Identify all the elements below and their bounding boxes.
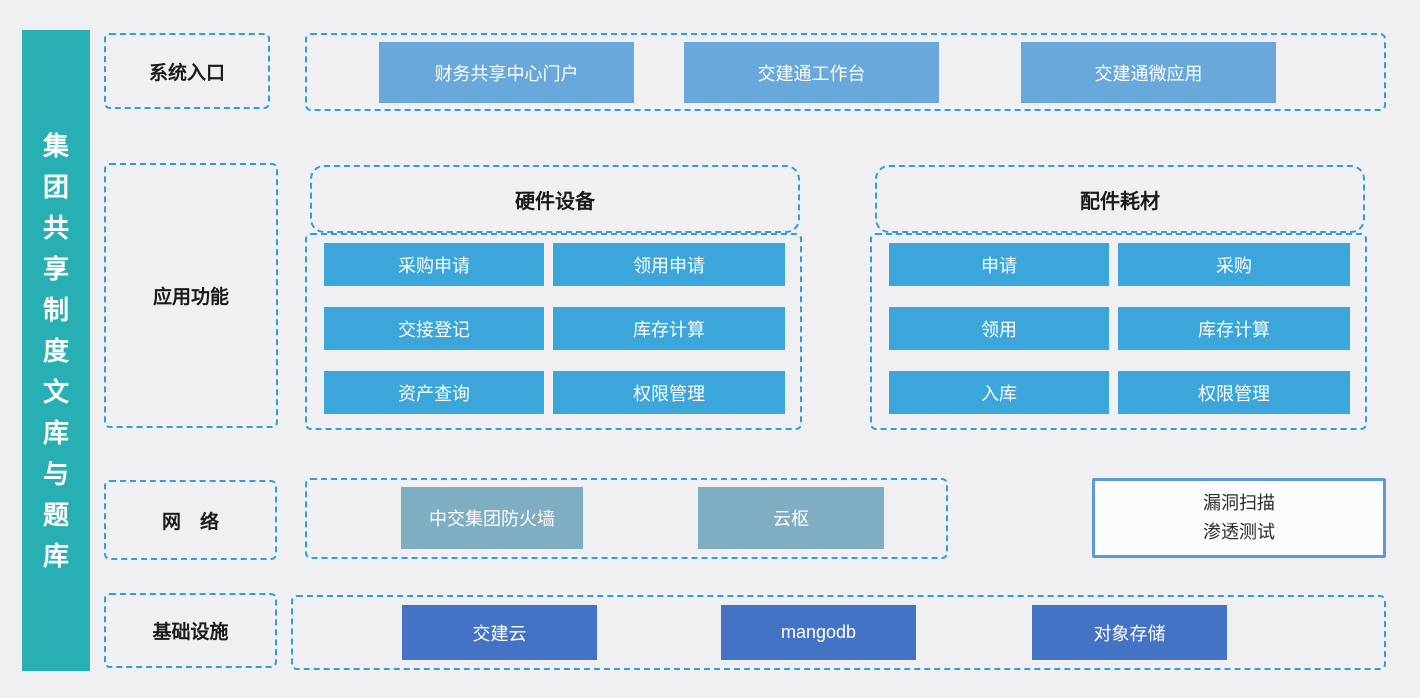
security-test-line1: 漏洞扫描: [1203, 493, 1275, 513]
sidebar-char: 文: [42, 376, 69, 407]
node-jiaojian-cloud: 交建云: [402, 605, 597, 660]
row-label-system-entry: 系统入口: [104, 33, 270, 109]
node-jiaojiantong-micro-app: 交建通微应用: [1021, 42, 1276, 103]
sidebar-char: 集: [42, 130, 69, 161]
node-object-storage: 对象存储: [1032, 605, 1227, 660]
sidebar-char: 制: [42, 294, 69, 325]
node-mangodb: mangodb: [721, 605, 916, 660]
node-cccc-group-firewall: 中交集团防火墙: [401, 487, 583, 549]
node-apply: 申请: [889, 243, 1109, 286]
security-test-line2: 渗透测试: [1203, 522, 1275, 542]
group-header-hardware-equipment: 硬件设备: [310, 165, 800, 233]
node-permission-management-hw: 权限管理: [553, 371, 785, 414]
infrastructure-container: [291, 595, 1386, 670]
group-header-parts-consumables: 配件耗材: [875, 165, 1365, 233]
sidebar-char: 库: [42, 540, 69, 571]
sidebar-title-banner: 集 团 共 享 制 度 文 库 与 题 库: [22, 30, 90, 671]
row-label-network: 网 络: [104, 480, 277, 560]
node-requisition: 领用: [889, 307, 1109, 350]
node-inventory-calculation-hw: 库存计算: [553, 307, 785, 350]
sidebar-char: 度: [42, 335, 69, 366]
hardware-equipment-container: [305, 233, 802, 430]
sidebar-char: 团: [42, 171, 69, 202]
sidebar-char: 共: [42, 212, 69, 243]
row-label-infrastructure: 基础设施: [104, 593, 277, 668]
node-purchase: 采购: [1118, 243, 1350, 286]
sidebar-char: 题: [42, 499, 69, 530]
node-purchase-request: 采购申请: [324, 243, 544, 286]
node-yunshu: 云枢: [698, 487, 884, 549]
node-requisition-request: 领用申请: [553, 243, 785, 286]
node-handover-registration: 交接登记: [324, 307, 544, 350]
sidebar-char: 与: [42, 458, 69, 489]
row-label-application-functions: 应用功能: [104, 163, 278, 428]
node-permission-management-parts: 权限管理: [1118, 371, 1350, 414]
parts-consumables-container: [870, 233, 1367, 430]
system-entry-container: [305, 33, 1386, 111]
sidebar-char: 库: [42, 417, 69, 448]
node-warehousing: 入库: [889, 371, 1109, 414]
node-asset-query: 资产查询: [324, 371, 544, 414]
sidebar-char: 享: [42, 253, 69, 284]
security-test-box: 漏洞扫描 渗透测试: [1092, 478, 1386, 558]
node-finance-shared-center-portal: 财务共享中心门户: [379, 42, 634, 103]
node-inventory-calculation-parts: 库存计算: [1118, 307, 1350, 350]
node-jiaojiantong-workbench: 交建通工作台: [684, 42, 939, 103]
network-container: [305, 478, 948, 559]
